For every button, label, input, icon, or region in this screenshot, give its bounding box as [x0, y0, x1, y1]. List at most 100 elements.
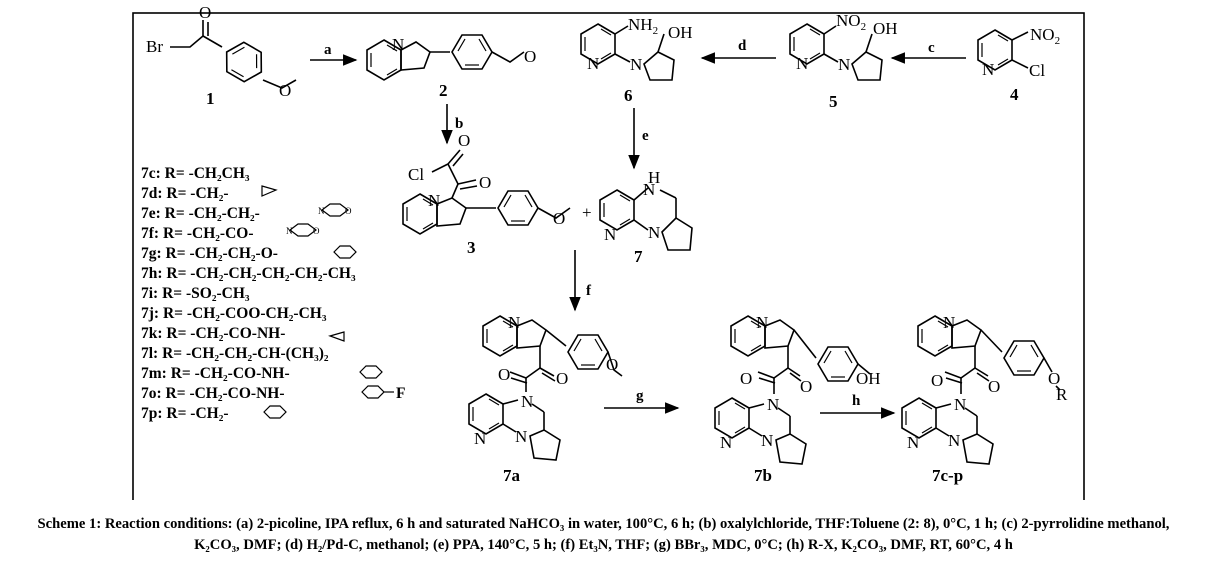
compound-7b-structure: N OH O O N N N 7b [714, 313, 881, 485]
step-f-label: f [586, 283, 592, 299]
compound-7b-label: 7b [754, 466, 772, 485]
atom-nh2: NH2 [628, 15, 658, 37]
compound-4-structure: N NO2 Cl 4 [977, 25, 1060, 104]
atom-n: N [838, 55, 850, 74]
morpholine-ring: N O [318, 203, 352, 217]
atom-n: N [604, 225, 616, 244]
compound-6-structure: N NH2 N OH 6 [580, 15, 693, 105]
compound-7-structure: N H N N 7 [599, 168, 693, 266]
reaction-scheme: Br O O 1 a N O 2 b Cl O O N [132, 3, 1085, 500]
compound-1-structure: Br O O 1 [146, 3, 297, 108]
atom-n: N [521, 392, 533, 411]
compound-3-label: 3 [467, 238, 476, 257]
svg-text:N: N [286, 226, 293, 236]
compound-7c-p-label: 7c-p [932, 466, 963, 485]
atom-n: N [648, 223, 660, 242]
compound-5-structure: N NO2 N OH 5 [789, 11, 898, 111]
cyclopropyl-ring [328, 331, 345, 342]
compound-7a-structure: N O O O N N N 7a [468, 313, 623, 485]
atom-n: N [943, 313, 955, 332]
compound-7a-label: 7a [503, 466, 521, 485]
atom-n: N [515, 427, 527, 446]
step-h-label: h [852, 393, 861, 409]
svg-text:N: N [318, 206, 325, 216]
r-group-7c: 7c: R= -CH₂CH₃ [141, 165, 250, 182]
atom-n: N [474, 429, 486, 448]
atom-cl: Cl [408, 165, 424, 184]
atom-n: N [907, 433, 919, 452]
atom-no2: NO2 [836, 11, 866, 33]
phenyl-ring [263, 405, 287, 419]
atom-n: N [392, 35, 404, 54]
compound-3-structure: Cl O O N O 3 [402, 131, 571, 257]
plus-sign: + [582, 203, 592, 222]
fluoro-atom: F [396, 385, 405, 402]
r-group-7o: 7o: R= -CH₂-CO-NH- [141, 385, 284, 402]
svg-text:O: O [313, 226, 320, 236]
step-b-label: b [455, 116, 463, 132]
cyclopropyl-ring [261, 185, 278, 197]
r-group-7k: 7k: R= -CH₂-CO-NH- [141, 325, 285, 342]
r-group-7h: 7h: R= -CH₂-CH₂-CH₂-CH₂-CH₃ [141, 265, 356, 282]
atom-r: R [1056, 385, 1068, 404]
atom-o: O [479, 173, 491, 192]
compound-2-structure: N O 2 [366, 34, 536, 100]
atom-oh: OH [873, 19, 898, 38]
r-group-7j: 7j: R= -CH₂-COO-CH₂-CH₃ [141, 305, 327, 322]
r-group-7e: 7e: R= -CH₂-CH₂- [141, 205, 260, 222]
atom-n: N [643, 180, 655, 199]
atom-o: O [498, 365, 510, 384]
atom-o: O [553, 209, 565, 228]
atom-n: N [982, 60, 994, 79]
atom-n: N [508, 313, 520, 332]
compound-2-label: 2 [439, 81, 448, 100]
atom-n: N [954, 395, 966, 414]
compound-1-label: 1 [206, 89, 215, 108]
compound-4-label: 4 [1010, 85, 1019, 104]
r-group-7m: 7m: R= -CH₂-CO-NH- [141, 365, 290, 382]
r-group-7f: 7f: R= -CH₂-CO- [141, 225, 253, 242]
atom-n: N [756, 313, 768, 332]
atom-o: O [1048, 369, 1060, 388]
r-group-7g: 7g: R= -CH₂-CH₂-O- [141, 245, 278, 262]
r-group-7l: 7l: R= -CH₂-CH₂-CH-(CH₃)₂ [141, 345, 329, 362]
atom-n: N [767, 395, 779, 414]
atom-n: N [761, 431, 773, 450]
r-group-7d: 7d: R= -CH₂- [141, 185, 229, 202]
r-group-list: 7c: R= -CH₂CH₃ 7d: R= -CH₂- 7e: R= -CH₂-… [141, 165, 405, 422]
step-e-label: e [642, 128, 649, 144]
atom-o: O [199, 3, 211, 22]
atom-n: N [948, 431, 960, 450]
scheme-frame [132, 12, 1085, 500]
compound-7c-p-structure: N O R O O N N N 7c-p [901, 313, 1068, 485]
atom-n: N [587, 54, 599, 73]
atom-o: O [988, 377, 1000, 396]
atom-no2: NO2 [1030, 25, 1060, 47]
step-a-label: a [324, 42, 332, 58]
svg-text:O: O [345, 206, 352, 216]
atom-o: O [279, 81, 291, 100]
atom-o: O [524, 47, 536, 66]
morpholine-ring: N O [286, 223, 320, 237]
atom-o: O [931, 371, 943, 390]
atom-o: O [458, 131, 470, 150]
phenyl-ring [359, 365, 383, 379]
atom-oh: OH [856, 369, 881, 388]
atom-n: N [796, 54, 808, 73]
r-group-7i: 7i: R= -SO₂-CH₃ [141, 285, 250, 302]
atom-o: O [800, 377, 812, 396]
step-c-label: c [928, 40, 935, 56]
atom-br: Br [146, 37, 163, 56]
atom-o: O [606, 355, 618, 374]
step-g-label: g [636, 388, 644, 404]
atom-n: N [428, 191, 440, 210]
compound-6-label: 6 [624, 86, 633, 105]
compound-7-label: 7 [634, 247, 643, 266]
atom-o: O [556, 369, 568, 388]
phenyl-ring [333, 245, 357, 259]
atom-n: N [720, 433, 732, 452]
atom-oh: OH [668, 23, 693, 42]
compound-5-label: 5 [829, 92, 838, 111]
r-group-7p: 7p: R= -CH₂- [141, 405, 229, 422]
atom-cl: Cl [1029, 61, 1045, 80]
